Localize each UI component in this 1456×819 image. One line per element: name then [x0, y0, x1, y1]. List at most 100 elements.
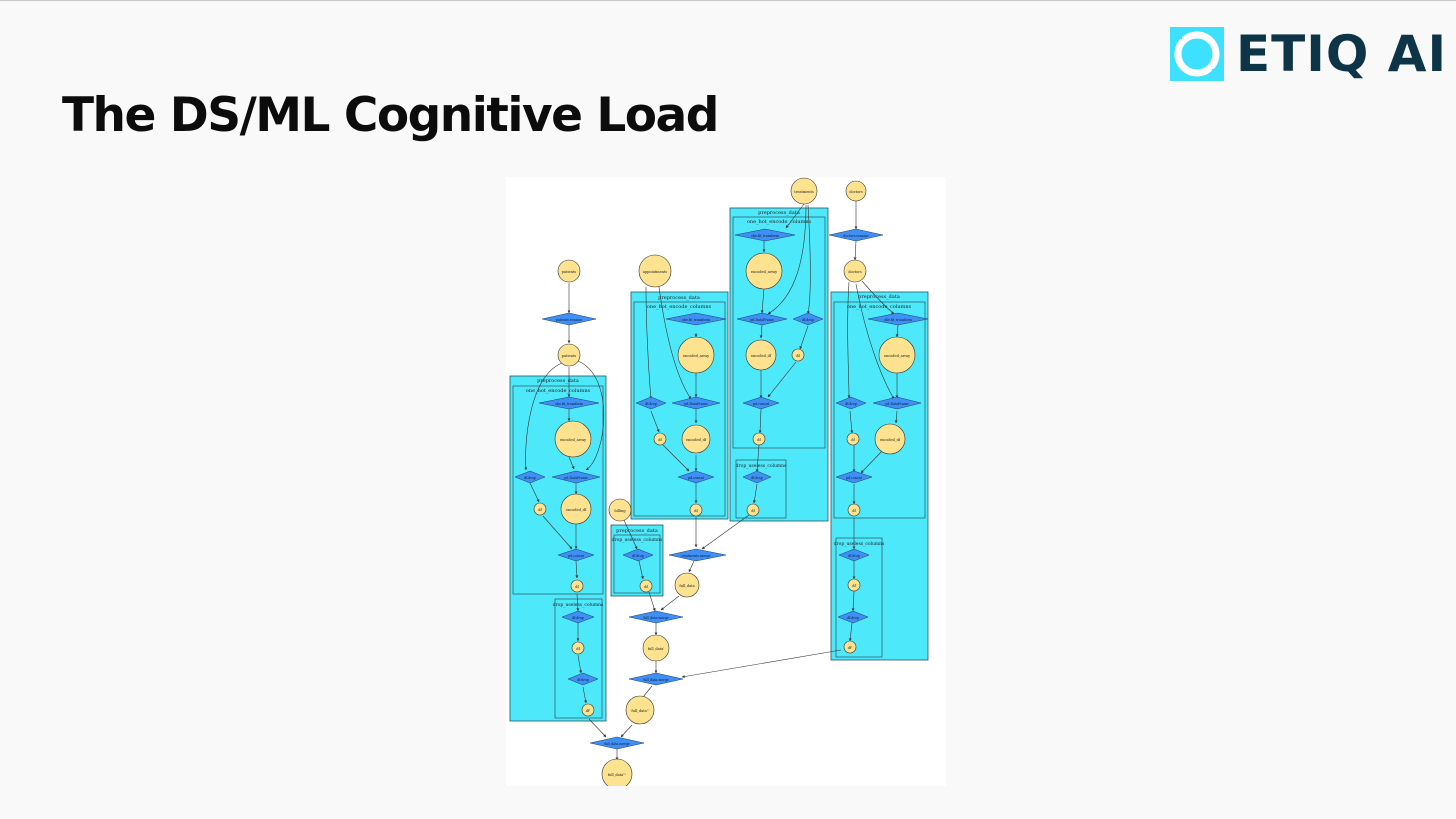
node-df: df [639, 579, 653, 593]
node-label: treatments [794, 190, 814, 194]
op-label: df.drop [577, 678, 589, 682]
node-billing: billing [608, 498, 632, 522]
etiq-logo: ETIQ AI [1168, 24, 1446, 86]
op-label: df.drop [632, 554, 644, 558]
op-label: pd.concat [568, 554, 585, 558]
op-label: full_data.merge [643, 616, 668, 620]
node-label: df' [586, 709, 591, 713]
node-label: doctors [849, 190, 862, 194]
operation-nodes: patients.rename ohe.fit_transform df.dro… [514, 228, 929, 750]
op-ohe-fit-transform: ohe.fit_transform [867, 312, 929, 326]
node-label: encoded_array [683, 354, 709, 358]
node-patients-renamed: patients [557, 343, 581, 367]
op-df-drop: df.drop [561, 610, 595, 624]
node-label: encoded_df [566, 508, 587, 512]
op-df-drop: df.drop [622, 548, 654, 562]
node-label: encoded_array [751, 270, 777, 274]
op-df-drop: df.drop [514, 470, 546, 484]
op-label: df.drop [645, 402, 657, 406]
op-pd-concat: pd.concat [677, 470, 715, 484]
op-df-drop: df.drop [792, 312, 824, 326]
node-label: df [796, 354, 800, 358]
op-label: pd.concat [688, 476, 705, 480]
op-label: df.drop [848, 554, 860, 558]
op-label: treatments.merge [681, 554, 710, 558]
op-ohe-fit-transform: ohe.fit_transform [538, 396, 600, 410]
node-encoded-array: encoded_array [878, 336, 916, 374]
cluster-preprocess-appointments: preprocess_data one_hot_encode_columns [630, 291, 729, 520]
op-label: full_data.merge [604, 742, 629, 746]
node-label: full_data [679, 584, 694, 588]
node-label: df [644, 585, 648, 589]
node-label: df [852, 584, 856, 588]
node-doctors: doctors [845, 180, 867, 202]
node-label: df' [848, 646, 853, 650]
slide-top-border [0, 0, 1456, 1]
cluster-label: drop_useless_columns [553, 602, 604, 608]
node-label: billing [614, 509, 626, 513]
op-df-drop: df.drop [742, 470, 772, 484]
op-label: ohe.fit_transform [682, 318, 710, 322]
op-label: doctors.rename [843, 234, 869, 238]
node-encoded-array: encoded_array [677, 336, 715, 374]
node-df: df [689, 503, 703, 517]
op-df-drop: df.drop [567, 672, 599, 686]
op-ohe-fit-transform: ohe.fit_transform [734, 228, 796, 242]
node-label: full_data''' [608, 773, 626, 777]
node-label: patients [562, 270, 577, 274]
cluster-label: preprocess_data [658, 295, 700, 301]
node-patients: patients [557, 259, 581, 283]
cluster-preprocess-treatments: preprocess_data one_hot_encode_columns d… [729, 207, 829, 522]
node-label: df [576, 647, 580, 651]
slide-title: The DS/ML Cognitive Load [62, 88, 719, 143]
node-df: df [846, 432, 860, 446]
node-df: df [570, 579, 584, 593]
node-label: encoded_array [560, 438, 586, 442]
op-df-drop: df.drop [835, 396, 867, 410]
op-full-data-merge: full_data.merge [628, 672, 684, 686]
cluster-label: one_hot_encode_columns [526, 388, 591, 394]
node-label: df [658, 438, 662, 442]
node-df: df [847, 578, 861, 592]
node-label: df [694, 509, 698, 513]
node-df: df [746, 503, 760, 517]
op-label: df.drop [802, 318, 814, 322]
op-label: df.drop [845, 402, 857, 406]
node-label: appointments [643, 270, 668, 274]
op-label: full_data.merge [643, 678, 668, 682]
cluster-label: preprocess_data [616, 528, 658, 534]
node-full-data: full_data [674, 572, 700, 598]
node-df-prime: df' [843, 640, 857, 654]
op-full-data-merge: full_data.merge [589, 736, 645, 750]
node-df: df [847, 503, 861, 517]
node-treatments: treatments [790, 177, 818, 205]
etiq-logo-icon [1170, 27, 1224, 81]
op-df-drop: df.drop [635, 396, 667, 410]
node-label: encoded_df [686, 438, 707, 442]
cluster-label: one_hot_encode_columns [847, 304, 912, 310]
node-full-data-3prime: full_data''' [601, 758, 633, 786]
node-df-prime: df' [581, 703, 595, 717]
etiq-logo-text: ETIQ AI [1236, 25, 1448, 83]
node-encoded-df: encoded_df [874, 423, 906, 455]
data-nodes: patients patients encoded_array encoded_… [533, 177, 916, 786]
op-label: df.drop [847, 616, 859, 620]
op-pd-dataframe: pd.DataFrame [736, 312, 788, 326]
node-label: df [851, 438, 855, 442]
node-encoded-df: encoded_df [745, 339, 777, 371]
op-pd-concat: pd.concat [835, 470, 873, 484]
node-label: df [575, 585, 579, 589]
cluster-label: one_hot_encode_columns [647, 304, 712, 310]
node-label: df [751, 509, 755, 513]
node-df: df [752, 432, 766, 446]
node-label: patients [562, 354, 577, 358]
op-label: ohe.fit_transform [751, 234, 779, 238]
node-doctors-renamed: doctors [843, 259, 867, 283]
op-pd-dataframe: pd.DataFrame [551, 470, 601, 484]
lineage-diagram: preprocess_data one_hot_encode_columns d… [506, 177, 946, 786]
node-full-data-2prime: full_data'' [625, 695, 655, 725]
node-full-data-prime: full_data' [642, 634, 670, 662]
cluster-label: preprocess_data [537, 378, 579, 384]
node-df: df [533, 502, 547, 516]
node-df: df [571, 641, 585, 655]
